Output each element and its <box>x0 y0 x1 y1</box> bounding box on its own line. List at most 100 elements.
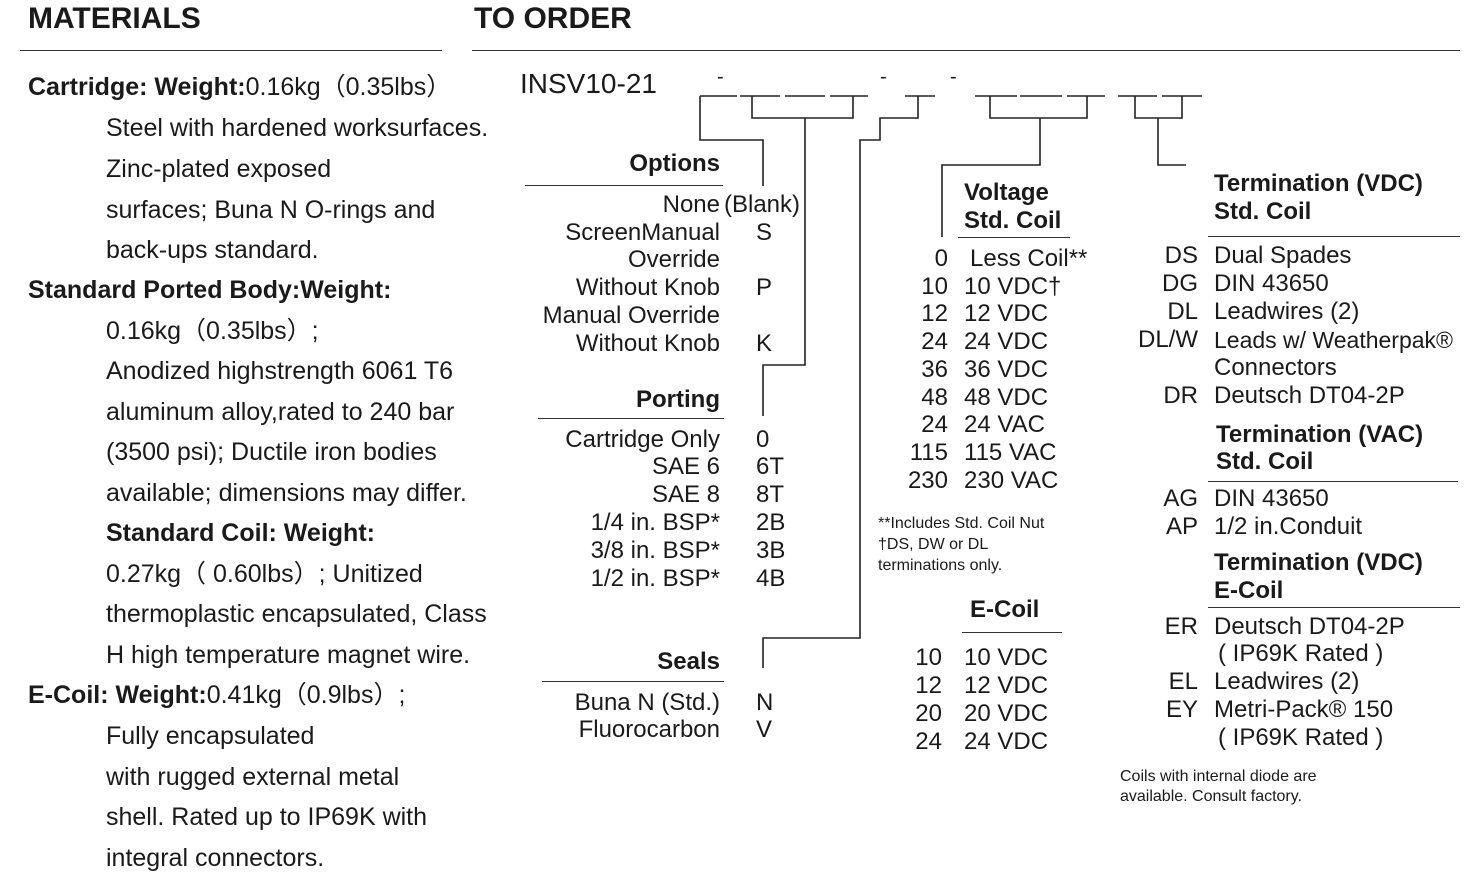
term-ecoil-code: EY <box>1165 696 1198 723</box>
coil-text-3: H high temperature magnet wire. <box>106 641 471 669</box>
ecoil-code: 20 <box>915 700 942 727</box>
porting-name: Cartridge Only <box>565 426 720 453</box>
porting-code: 2B <box>756 509 786 536</box>
cartridge-label: Cartridge: Weight: <box>28 73 246 101</box>
dash-1: - <box>717 66 724 88</box>
diode-note: available. Consult factory. <box>1120 788 1303 805</box>
cartridge-text-2: Zinc-plated exposed <box>106 155 332 183</box>
option-name: Without Knob <box>575 274 720 301</box>
seals-rule <box>542 681 724 682</box>
voltage-name: 12 VDC <box>964 300 1049 327</box>
term-vdc-title: Termination (VDC) <box>1214 170 1423 197</box>
voltage-code: 48 <box>921 384 948 411</box>
voltage-code: 10 <box>921 273 948 300</box>
porting-rule <box>538 418 724 419</box>
seals-title: Seals <box>657 648 720 675</box>
voltage-code: 36 <box>921 356 948 383</box>
term-name: Connectors <box>1214 354 1337 381</box>
option-code: S <box>756 219 773 246</box>
term-vac-rule <box>1208 481 1458 482</box>
body-text-1: 0.16kg（0.35lbs）; <box>106 317 319 345</box>
option-name: Manual Override <box>542 302 720 329</box>
voltage-note: terminations only. <box>878 557 1003 574</box>
porting-title: Porting <box>636 386 720 413</box>
ecoil-name: 12 VDC <box>964 672 1049 699</box>
term-code: DS <box>1164 242 1198 269</box>
seal-name: Buna N (Std.) <box>574 689 720 716</box>
term-ecoil-rule <box>1208 607 1460 608</box>
term-vac-name: 1/2 in.Conduit <box>1214 513 1363 540</box>
voltage-name: 10 VDC† <box>964 273 1062 300</box>
porting-name: SAE 6 <box>651 453 720 480</box>
voltage-rule <box>958 237 1070 238</box>
term-name: Deutsch DT04-2P <box>1214 382 1405 409</box>
body-text-4: (3500 psi); Ductile iron bodies <box>106 438 437 466</box>
porting-code: 6T <box>756 453 785 480</box>
voltage-code: 24 <box>921 328 948 355</box>
body-text-5: available; dimensions may differ. <box>106 479 467 507</box>
dash-3: - <box>950 66 957 88</box>
voltage-code: 24 <box>921 411 948 438</box>
cartridge-text-3: surfaces; Buna N O-rings and <box>106 196 436 224</box>
term-ecoil-code: EL <box>1168 668 1198 695</box>
term-ecoil-name: ( IP69K Rated ) <box>1218 640 1384 667</box>
term-vac-subtitle: Std. Coil <box>1216 448 1314 475</box>
porting-name: SAE 8 <box>651 481 720 508</box>
ecoil-text-4: integral connectors. <box>106 844 325 872</box>
porting-name: 3/8 in. BSP* <box>590 537 720 564</box>
voltage-name: 48 VDC <box>964 384 1049 411</box>
to-order-heading: TO ORDER <box>474 2 632 35</box>
porting-code: 0 <box>756 426 770 453</box>
coil-label: Standard Coil: Weight: <box>106 519 375 547</box>
term-vac-title: Termination (VAC) <box>1216 421 1424 448</box>
term-ecoil-subtitle: E-Coil <box>1214 577 1284 604</box>
option-name: None <box>662 191 720 218</box>
ecoil-name: 20 VDC <box>964 700 1049 727</box>
porting-code: 3B <box>756 537 786 564</box>
option-code: P <box>756 274 773 301</box>
ecoil-line: E-Coil: Weight:0.41kg（0.9lbs）; <box>28 681 405 709</box>
term-ecoil-title: Termination (VDC) <box>1214 549 1423 576</box>
body-label: Standard Ported Body:Weight: <box>28 276 392 304</box>
ecoil-name: 24 VDC <box>964 728 1049 755</box>
voltage-name: 115 VAC <box>964 439 1057 466</box>
ecoil-title: E-Coil <box>970 596 1040 623</box>
option-code: K <box>756 330 773 357</box>
to-order-rule <box>472 50 1460 51</box>
option-code: (Blank) <box>724 191 801 218</box>
body-text-3: aluminum alloy,rated to 240 bar <box>106 398 455 426</box>
term-ecoil-code: ER <box>1164 613 1198 640</box>
ecoil-text-2: with rugged external metal <box>106 763 400 791</box>
cartridge-weight: 0.16kg（0.35lbs） <box>245 73 452 101</box>
ecoil-code: 10 <box>915 644 942 671</box>
term-code: DR <box>1163 382 1198 409</box>
term-code: DG <box>1162 270 1198 297</box>
voltage-name: Less Coil** <box>970 245 1088 272</box>
options-title: Options <box>629 150 720 177</box>
options-rule <box>525 185 723 186</box>
term-vac-code: AP <box>1165 513 1198 540</box>
voltage-note: †DS, DW or DL <box>878 536 989 553</box>
porting-code: 8T <box>756 481 785 508</box>
ecoil-code: 12 <box>915 672 942 699</box>
ecoil-label: E-Coil: Weight: <box>28 681 207 709</box>
term-name: Dual Spades <box>1214 242 1352 269</box>
term-name: Leads w/ Weatherpak® <box>1214 327 1453 353</box>
voltage-name: 24 VAC <box>964 411 1045 438</box>
voltage-title: Voltage <box>964 179 1049 206</box>
term-vdc-rule <box>1208 236 1460 237</box>
ecoil-text-1: Fully encapsulated <box>106 722 315 750</box>
cartridge-text-1: Steel with hardened worksurfaces. <box>106 114 489 142</box>
ecoil-rule <box>962 632 1062 633</box>
term-name: Leadwires (2) <box>1214 298 1360 325</box>
voltage-code: 115 <box>909 439 948 466</box>
diode-note: Coils with internal diode are <box>1120 768 1317 785</box>
seal-code: V <box>756 716 773 743</box>
option-name: Without Knob <box>575 330 720 357</box>
coil-text-2: thermoplastic encapsulated, Class <box>106 600 487 628</box>
term-ecoil-name: ( IP69K Rated ) <box>1218 724 1384 751</box>
body-text-2: Anodized highstrength 6061 T6 <box>106 357 454 385</box>
voltage-code: 0 <box>934 245 948 272</box>
option-name: ScreenManual <box>565 219 720 246</box>
